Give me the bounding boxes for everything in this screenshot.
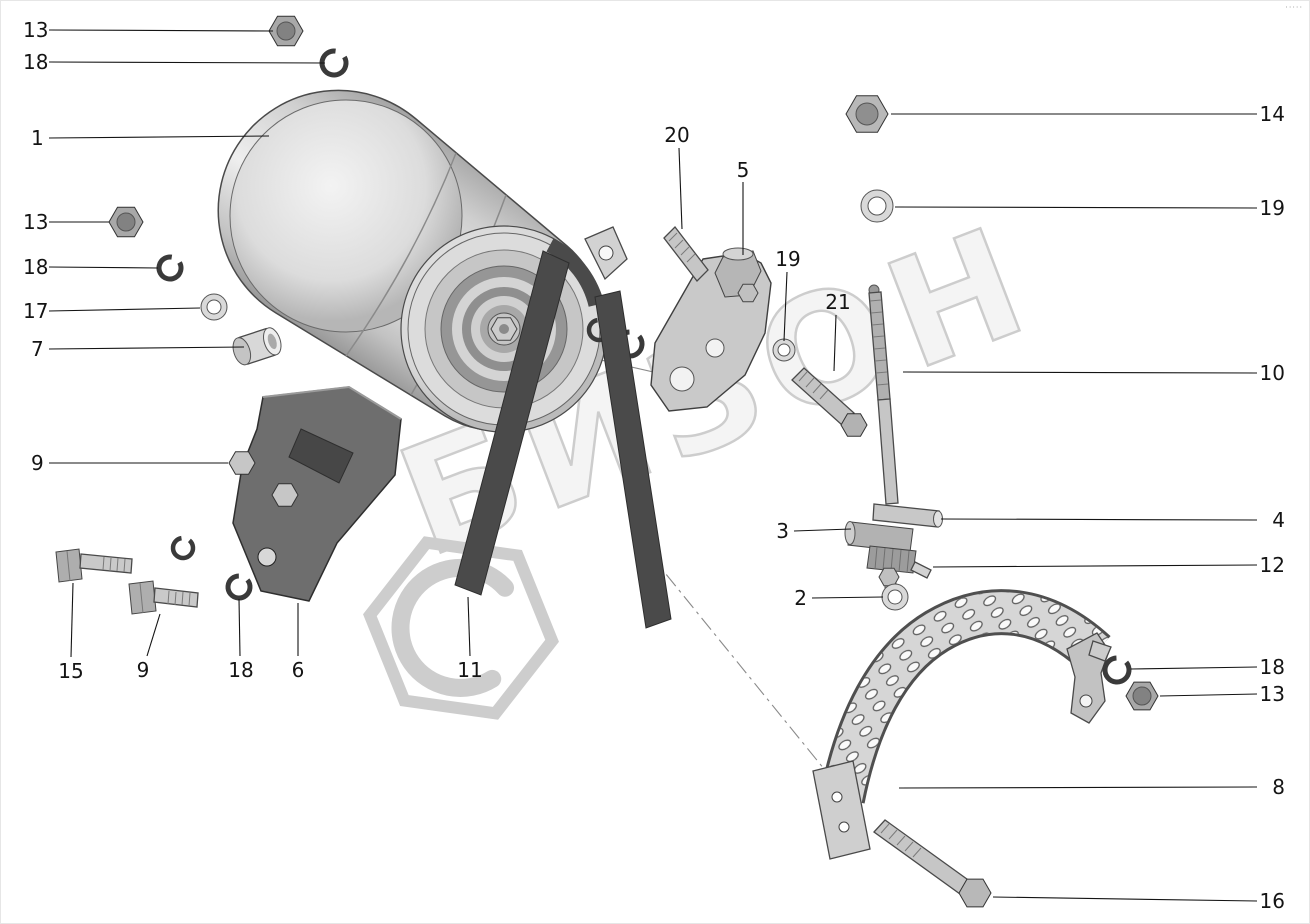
strap-tab	[812, 760, 871, 860]
bushing	[232, 327, 282, 366]
bracket-bolt-head	[271, 483, 299, 507]
leader-line-20-13	[678, 147, 683, 230]
hex-nut	[1125, 681, 1159, 711]
leader-line-18-10	[238, 598, 241, 657]
clamp-bolt-head	[737, 283, 759, 303]
callout-label-13-3: 13	[23, 210, 48, 234]
callout-label-16-25: 16	[1260, 889, 1285, 913]
leader-line-19-15	[783, 271, 788, 342]
callout-label-1-2: 1	[31, 126, 44, 150]
lock-washer-icon	[225, 573, 253, 601]
callout-label-9-7: 9	[31, 451, 44, 475]
callout-label-9-9: 9	[137, 658, 150, 682]
callout-label-5-14: 5	[737, 158, 750, 182]
callout-label-15-8: 15	[58, 659, 83, 683]
callout-layer: 13 18 1 13 18 17 7 9 15 9 18 6 11 20 5 19 21 14 19 10 4 12 18 1…	[23, 18, 1285, 913]
lock-washer-icon	[170, 535, 196, 561]
callout-label-8-24: 8	[1272, 775, 1285, 799]
callout-label-7-6: 7	[31, 337, 44, 361]
tension-rod	[868, 284, 899, 505]
leader-line-11-12	[467, 596, 471, 657]
leader-line-13-0	[48, 29, 274, 32]
callout-label-18-10: 18	[228, 658, 253, 682]
leader-line-21-16	[833, 314, 837, 372]
corner-mark: ·····	[1285, 3, 1303, 12]
leader-line-18-4	[48, 266, 159, 269]
lock-washer-icon	[319, 48, 349, 78]
bracket-bolt-head	[228, 451, 256, 475]
callout-label-19-18: 19	[1260, 196, 1285, 220]
callout-label-18-1: 18	[23, 50, 48, 74]
leader-line-18-22	[1130, 666, 1258, 670]
leader-line-19-18	[894, 206, 1258, 209]
callout-label-14-17: 14	[1260, 102, 1285, 126]
callout-label-3-26: 3	[776, 519, 789, 543]
callout-label-21-16: 21	[825, 290, 850, 314]
bolt	[55, 548, 133, 583]
leader-line-17-5	[48, 307, 201, 312]
bolt	[791, 367, 868, 437]
adjuster-body	[844, 521, 917, 592]
perforated-strap	[812, 589, 1112, 860]
callout-label-11-12: 11	[457, 658, 482, 682]
hex-nut	[845, 95, 889, 133]
leader-line-3-26	[793, 528, 852, 532]
bolt	[873, 819, 992, 908]
stud	[663, 226, 709, 282]
leader-line-9-9	[146, 613, 161, 657]
leader-line-8-24	[898, 786, 1258, 789]
leader-line-7-6	[48, 346, 245, 350]
bolt	[128, 580, 199, 615]
callout-label-12-21: 12	[1260, 553, 1285, 577]
leader-line-12-21	[932, 564, 1258, 568]
leader-line-15-8	[70, 582, 74, 658]
leader-line-18-1	[48, 61, 326, 64]
flat-washer	[200, 293, 228, 321]
callout-label-20-13: 20	[664, 123, 689, 147]
pivot-pin	[872, 503, 943, 528]
callout-label-19-15: 19	[775, 247, 800, 271]
callout-label-17-5: 17	[23, 299, 48, 323]
hex-nut	[108, 206, 144, 238]
flat-washer	[772, 338, 796, 362]
callout-label-13-0: 13	[23, 18, 48, 42]
cotter-pin	[910, 561, 932, 579]
lock-washer-icon	[1102, 655, 1132, 685]
callout-label-2-27: 2	[794, 586, 807, 610]
lock-washer-icon	[156, 254, 184, 282]
callout-label-18-4: 18	[23, 255, 48, 279]
leader-line-2-27	[811, 596, 884, 599]
mounting-bracket	[228, 385, 402, 602]
leader-line-1-2	[48, 135, 270, 139]
callout-label-4-20: 4	[1272, 508, 1285, 532]
leader-line-10-19	[902, 371, 1258, 374]
hex-nut	[268, 15, 304, 47]
v-belt	[454, 238, 672, 629]
callout-label-18-22: 18	[1260, 655, 1285, 679]
callout-label-13-23: 13	[1260, 682, 1285, 706]
leader-line-13-23	[1159, 693, 1258, 697]
callout-label-6-11: 6	[292, 658, 305, 682]
callout-label-10-19: 10	[1260, 361, 1285, 385]
flat-washer	[860, 189, 894, 223]
leader-line-4-20	[940, 518, 1258, 521]
adjusting-bracket	[650, 247, 772, 412]
flat-washer	[881, 583, 909, 611]
leader-line-16-25	[992, 896, 1258, 902]
